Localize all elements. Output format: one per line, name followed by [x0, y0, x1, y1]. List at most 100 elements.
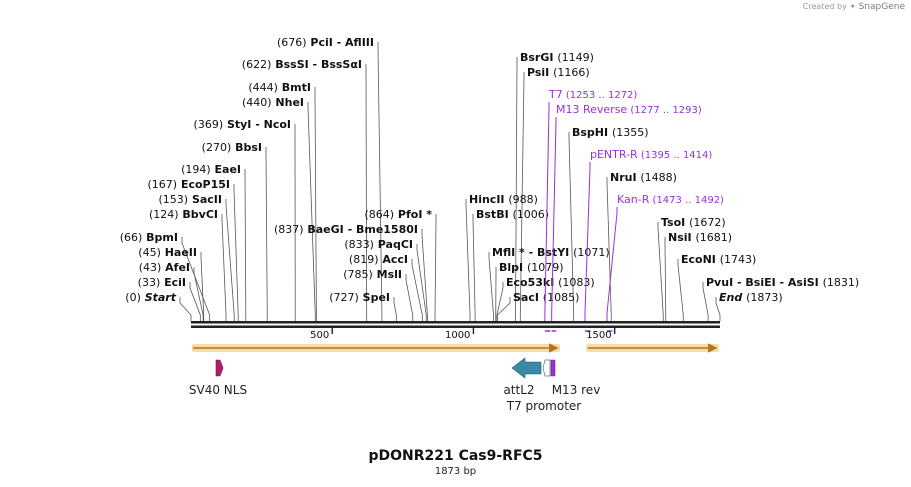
site-66-bpmi-line: [181, 237, 211, 321]
feature-labels: SV40 NLS attL2 T7 promoter M13 rev: [189, 383, 600, 413]
site-psii-1166-label: PsiI (1166): [527, 66, 590, 79]
site-pvui-bsiei-asisi-1831-label: PvuI - BsiEI - AsiSI (1831): [706, 276, 859, 289]
site-153-sacii-label: (153) SacII: [159, 193, 222, 206]
site-saci-1085-line: [497, 297, 511, 321]
site-hincii-988-label: HincII (988): [469, 193, 538, 206]
site-440-nhei-label: (440) NheI: [242, 96, 304, 109]
site-270-bbsi-label: (270) BbsI: [202, 141, 262, 154]
site-tsoi-1672-label: TsoI (1672): [661, 216, 726, 229]
site-153-sacii-line: [225, 199, 235, 321]
site-785-msli-label: (785) MslI: [343, 268, 402, 281]
ruler-tick-label: 1500: [586, 330, 611, 341]
site-nsii-1681-label: NsiI (1681): [668, 231, 732, 244]
site-837-baegi-bme1580i-line: [421, 229, 428, 321]
site-end-1873-label: End (1873): [719, 291, 783, 304]
sv40-nls-feature: [215, 359, 224, 377]
site-727-spei-line: [393, 297, 397, 321]
site-444-bmti-line: [314, 87, 317, 321]
site-444-bmti-label: (444) BmtI: [248, 81, 311, 94]
primer-m13-reverse-label: M13 Reverse (1277 .. 1293): [556, 103, 702, 116]
primer-t7-label: T7 (1253 .. 1272): [548, 88, 637, 101]
site-124-bbvci-label: (124) BbvCI: [149, 208, 218, 221]
site-194-eaei-line: [244, 169, 247, 321]
site-bstbi-1006-line: [472, 214, 476, 321]
site-45-haeii-line: [200, 252, 205, 321]
site-622-bsssi-bsss-i-line: [365, 64, 368, 321]
site-end-1873-line: [715, 297, 721, 321]
site-nrui-1488-label: NruI (1488): [610, 171, 677, 184]
site-pvui-bsiei-asisi-1831-line: [702, 282, 709, 321]
t7-promoter-feature: [542, 359, 551, 377]
attl2-feature: [511, 357, 542, 379]
site-saci-1085-label: SacI (1085): [513, 291, 579, 304]
snapgene-credit: Created by ✦ SnapGene: [803, 2, 905, 12]
snapgene-logo-icon: ✦: [849, 2, 857, 11]
site-864-pfoi-line: [434, 214, 437, 321]
feature-t7-promoter-label: T7 promoter: [506, 399, 582, 413]
site-727-spei-label: (727) SpeI: [329, 291, 390, 304]
site-bsrgi-1149-line: [515, 57, 518, 321]
map-title: pDONR221 Cas9-RFC5: [368, 448, 543, 464]
site-676-pcii-afliii-line: [377, 42, 383, 321]
site-mfli-bstyi-1071-line: [488, 252, 494, 321]
site-blpi-1079-label: BlpI (1079): [499, 261, 564, 274]
site-167-ecop15i-label: (167) EcoP15I: [148, 178, 230, 191]
feature-attl2-label: attL2: [503, 383, 534, 397]
ruler-ticks: 500 1000 1500: [310, 328, 616, 341]
site-167-ecop15i-line: [233, 184, 239, 321]
ruler-tick-label: 500: [310, 330, 329, 341]
backbone-bottom-strand: [191, 325, 720, 328]
site-43-afei-label: (43) AfeI: [139, 261, 190, 274]
site-622-bsssi-bsss-i-label: (622) BssSI - BssSαI: [242, 58, 362, 71]
site-270-bbsi-line: [265, 147, 268, 321]
site-819-acci-line: [411, 259, 423, 321]
site-0-start-label: (0) Start: [125, 291, 176, 304]
site-bsphi-1355-label: BspHI (1355): [572, 126, 649, 139]
site-0-start-line: [179, 297, 192, 321]
credit-prefix: Created by: [802, 2, 847, 11]
site-676-pcii-afliii-label: (676) PciI - AflIII: [277, 36, 374, 49]
site-eco53ki-1083-label: Eco53kI (1083): [506, 276, 595, 289]
cut-site-labels: (676) PciI - AflIII (622) BssSI - BssSαI (…: [120, 36, 859, 304]
site-tsoi-1672-line: [657, 222, 664, 321]
site-833-paqci-line: [416, 244, 427, 321]
backbone-top-strand: [191, 321, 720, 324]
credit-brand: SnapGene: [858, 2, 905, 12]
primer-annotations: T7 (1253 .. 1272) M13 Reverse (1277 .. 12…: [544, 88, 724, 332]
primer-t7-line: [544, 102, 550, 321]
site-nsii-1681-line: [664, 237, 667, 321]
feature-m13-rev-label: M13 rev: [552, 383, 601, 397]
site-833-paqci-label: (833) PaqCI: [344, 238, 413, 251]
site-33-ecii-line: [189, 282, 201, 321]
site-econi-1743-label: EcoNI (1743): [681, 253, 756, 266]
site-785-msli-line: [405, 274, 414, 321]
primer-kan-r-line: [606, 207, 618, 321]
feature-sv40-nls-label: SV40 NLS: [189, 383, 247, 397]
site-440-nhei-line: [307, 102, 316, 321]
site-bsphi-1355-line: [568, 132, 575, 321]
site-194-eaei-label: (194) EaeI: [181, 163, 241, 176]
site-66-bpmi-label: (66) BpmI: [120, 231, 178, 244]
primer-pentr-r-label: pENTR-R (1395 .. 1414): [590, 148, 712, 161]
site-369-styi-ncoi-label: (369) StyI - NcoI: [194, 118, 291, 131]
map-length: 1873 bp: [434, 466, 477, 477]
site-econi-1743-line: [677, 259, 684, 321]
site-837-baegi-bme1580i-label: (837) BaeGI - Bme1580I: [274, 223, 418, 236]
site-eco53ki-1083-line: [496, 282, 504, 321]
site-bsrgi-1149-label: BsrGI (1149): [520, 51, 594, 64]
cut-site-lines: [179, 42, 721, 321]
primer-kan-r-label: Kan-R (1473 .. 1492): [617, 193, 724, 206]
ruler-tick-label: 1000: [445, 330, 470, 341]
site-bstbi-1006-label: BstBI (1006): [476, 208, 549, 221]
site-819-acci-label: (819) AccI: [349, 253, 408, 266]
site-hincii-988-line: [465, 199, 471, 321]
site-nrui-1488-line: [606, 177, 612, 321]
primer-pentr-r-line: [584, 162, 591, 321]
site-45-haeii-label: (45) HaeII: [138, 246, 197, 259]
site-43-afei-line: [193, 267, 204, 321]
site-mfli-bstyi-1071-label: MflI * - BstYI (1071): [492, 246, 610, 259]
primer-m13-reverse-line: [551, 117, 557, 321]
m13-rev-feature: [550, 359, 556, 377]
site-33-ecii-label: (33) EciI: [138, 276, 186, 289]
